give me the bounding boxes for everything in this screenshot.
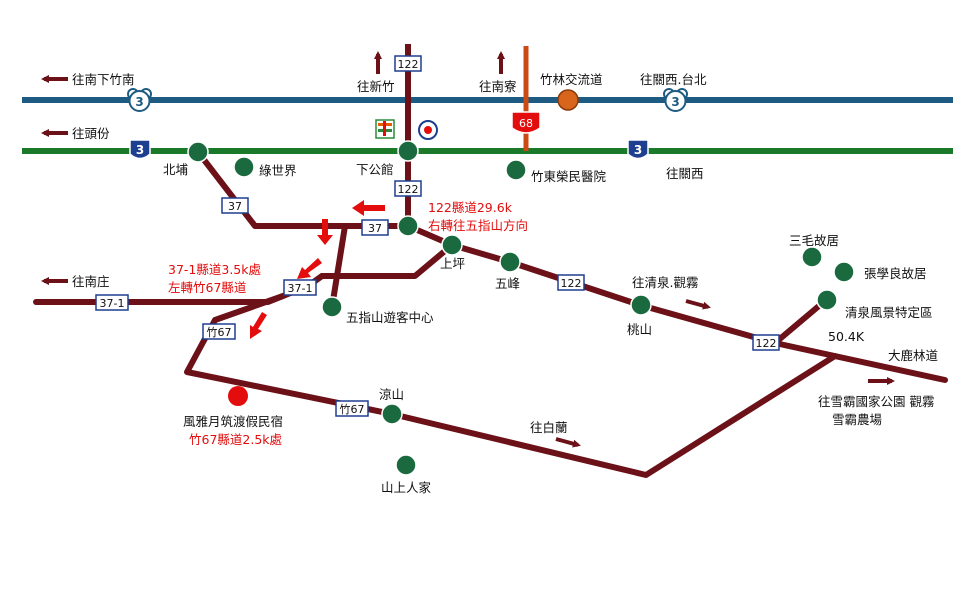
route-zhu67-line <box>184 293 838 478</box>
label-liangshan: 涼山 <box>379 387 404 402</box>
arrow-qingquan-icon <box>685 299 711 310</box>
route-37-1-shield-a: 37-1 <box>95 294 129 311</box>
expressway-left-label: 往頭份 <box>72 126 110 141</box>
note-371-line2: 左轉竹67縣道 <box>168 280 247 295</box>
poi-zhangxueliang <box>833 261 855 283</box>
svg-text:37: 37 <box>228 200 242 213</box>
route-122-east-line <box>405 223 948 383</box>
route-68-shield: 68 <box>511 111 541 134</box>
label-beipu: 北埔 <box>163 162 189 177</box>
route-zhu67-shield-a: 竹67 <box>202 323 236 340</box>
poi-beipu <box>187 141 209 163</box>
nanliao-label: 往南寮 <box>479 79 517 94</box>
interchange-marker <box>557 89 579 111</box>
svg-text:37: 37 <box>368 222 382 235</box>
freeway-3-right-number: 3 <box>671 95 679 109</box>
route-37-shield-b: 37 <box>361 219 389 236</box>
route-37-line <box>195 149 411 229</box>
route-122-top-shield: 122 <box>394 55 422 72</box>
hospital-icon <box>418 120 438 140</box>
svg-text:122: 122 <box>398 183 419 196</box>
label-wuzhishan: 五指山遊客中心 <box>346 310 434 325</box>
label-hospital: 竹東榮民醫院 <box>531 169 607 184</box>
interchange-label: 竹林交流道 <box>540 72 603 87</box>
label-zhangxueliang: 張學良故居 <box>864 266 927 281</box>
turn-arrow-37-down-icon <box>317 219 333 245</box>
wuzhishan-branch-line <box>329 223 348 310</box>
turn-arrow-122-a-icon <box>352 200 385 216</box>
route-122-shield-east1: 122 <box>557 274 585 291</box>
svg-text:68: 68 <box>519 117 533 130</box>
freeway-3-left-number: 3 <box>135 95 143 109</box>
note-122-line2: 右轉往五指山方向 <box>428 218 528 233</box>
expressway-3-left-number: 3 <box>136 143 144 157</box>
svg-text:37-1: 37-1 <box>288 282 313 295</box>
label-xueba-line1: 往雪霸國家公園 觀霧 <box>818 394 935 409</box>
turn-arrow-zhu67-icon <box>250 312 267 339</box>
route-122-shangping-line <box>319 242 455 279</box>
poi-shangping <box>441 234 463 256</box>
poi-xiagongguan <box>397 140 419 162</box>
label-nanzhuang: 往南庄 <box>72 274 110 289</box>
svg-text:竹67: 竹67 <box>340 402 365 416</box>
svg-text:122: 122 <box>756 337 777 350</box>
expressway-3-shield-right: 3 <box>627 139 649 160</box>
label-dalu: 大鹿林道 <box>888 348 939 363</box>
label-sanmao: 三毛故居 <box>789 233 839 248</box>
label-km: 50.4K <box>828 329 865 344</box>
convenience-store-icon <box>375 119 395 139</box>
freeway-right-label: 往關西.台北 <box>640 72 707 87</box>
label-shangping: 上坪 <box>440 256 465 271</box>
poi-taoshan <box>630 294 652 316</box>
poi-wufeng <box>499 251 521 273</box>
poi-lushijie <box>233 156 255 178</box>
route-122-shield-east2: 122 <box>752 334 780 351</box>
route-37-1-shield-b: 37-1 <box>283 279 317 296</box>
route-122-shield-mid: 122 <box>394 180 422 197</box>
label-lushijie: 綠世界 <box>259 163 297 178</box>
label-wufeng: 五峰 <box>495 276 521 291</box>
lodge-marker <box>228 386 248 406</box>
route-zhu67-shield-b: 竹67 <box>335 400 369 417</box>
svg-text:122: 122 <box>398 58 419 71</box>
note-371-line1: 37-1縣道3.5k處 <box>168 262 261 277</box>
expressway-3-right-number: 3 <box>634 143 642 157</box>
lodge-address: 竹67縣道2.5k處 <box>189 432 283 447</box>
svg-text:37-1: 37-1 <box>100 297 125 310</box>
route-37-shield-a: 37 <box>221 197 249 214</box>
arrow-bailan-icon <box>555 437 581 448</box>
note-122-line1: 122縣道29.6k <box>428 200 513 215</box>
label-xiagongguan: 下公館 <box>356 162 394 177</box>
qingquan-branch-line <box>772 297 829 346</box>
label-qingquan-dir: 往清泉.觀霧 <box>632 275 699 290</box>
lodge-name: 風雅月筑渡假民宿 <box>183 414 283 429</box>
poi-hospital <box>505 159 527 181</box>
poi-wuzhishan <box>321 296 343 318</box>
xinzhu-label: 往新竹 <box>357 79 395 94</box>
poi-shanshang <box>395 454 417 476</box>
turn-arrow-371-icon <box>297 258 322 279</box>
poi-liangshan <box>381 403 403 425</box>
poi-qingquan <box>816 289 838 311</box>
freeway-3-shield-left: 3 <box>127 88 152 112</box>
svg-text:竹67: 竹67 <box>207 325 232 339</box>
label-bailan: 往白蘭 <box>530 420 568 435</box>
freeway-left-label: 往南下竹南 <box>72 72 135 87</box>
label-xueba-line2: 雪霸農場 <box>832 412 882 427</box>
label-qingquan: 清泉風景特定區 <box>845 305 933 320</box>
label-taoshan: 桃山 <box>627 322 652 337</box>
freeway-3-shield-right: 3 <box>663 88 688 112</box>
label-shanshang: 山上人家 <box>381 480 432 495</box>
svg-text:122: 122 <box>561 277 582 290</box>
expressway-right-label: 往關西 <box>666 166 704 181</box>
poi-junction-37-122 <box>397 215 419 237</box>
poi-sanmao <box>801 246 823 268</box>
expressway-3-shield-left: 3 <box>129 139 151 160</box>
